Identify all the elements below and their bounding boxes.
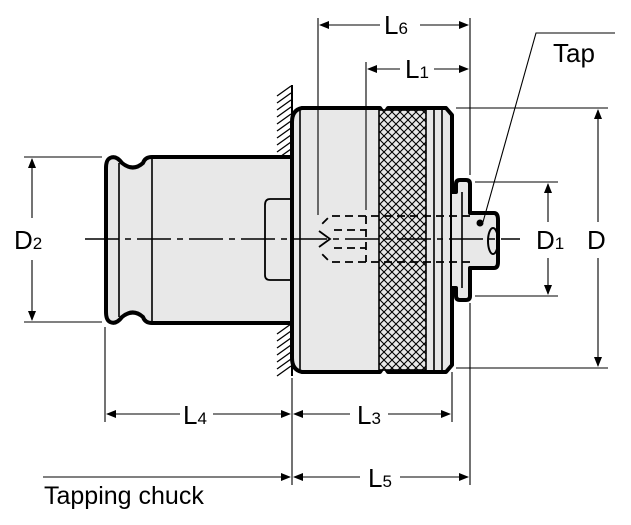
hatch-stroke xyxy=(276,106,292,118)
hatch-stroke xyxy=(276,113,292,125)
dim-label-L5: L5 xyxy=(368,463,392,493)
hidden-bore xyxy=(318,215,470,263)
tapping-chuck-caption: Tapping chuck xyxy=(44,482,204,510)
tap-holder xyxy=(452,178,500,302)
hatch-stroke xyxy=(276,127,292,139)
hatch-stroke xyxy=(276,323,292,335)
dim-label-D: D xyxy=(587,225,606,255)
hatch-stroke xyxy=(276,344,292,356)
dim-label-D1: D1 xyxy=(536,225,564,255)
hatch-stroke xyxy=(276,134,292,146)
tap-leader xyxy=(482,32,615,223)
hatch-stroke xyxy=(276,365,292,377)
tap-callout-label: Tap xyxy=(553,38,595,68)
dim-label-L1: L1 xyxy=(405,54,429,84)
dim-label-D2: D2 xyxy=(14,225,42,255)
dimension-labels: L6 L1 L4 L3 L5 D2 D1 D Tap Tapping chuck xyxy=(14,10,606,510)
shank xyxy=(104,155,292,325)
hatch-stroke xyxy=(276,330,292,342)
tap-marker-dot xyxy=(476,219,484,227)
hatch-stroke xyxy=(276,99,292,111)
hatch-stroke xyxy=(276,85,292,97)
hatch-stroke xyxy=(276,337,292,349)
hatch-stroke xyxy=(276,358,292,370)
adapter-body xyxy=(290,106,454,374)
knurled-ring xyxy=(378,109,427,371)
hatch-stroke xyxy=(276,120,292,132)
hatch-stroke xyxy=(276,141,292,153)
dim-label-L3: L3 xyxy=(357,400,381,430)
dimension-lines xyxy=(28,21,602,481)
dim-label-L6: L6 xyxy=(384,10,408,40)
dim-label-L4: L4 xyxy=(183,400,207,430)
extension-lines xyxy=(24,18,608,485)
hatch-stroke xyxy=(276,351,292,363)
hatch-stroke xyxy=(276,92,292,104)
